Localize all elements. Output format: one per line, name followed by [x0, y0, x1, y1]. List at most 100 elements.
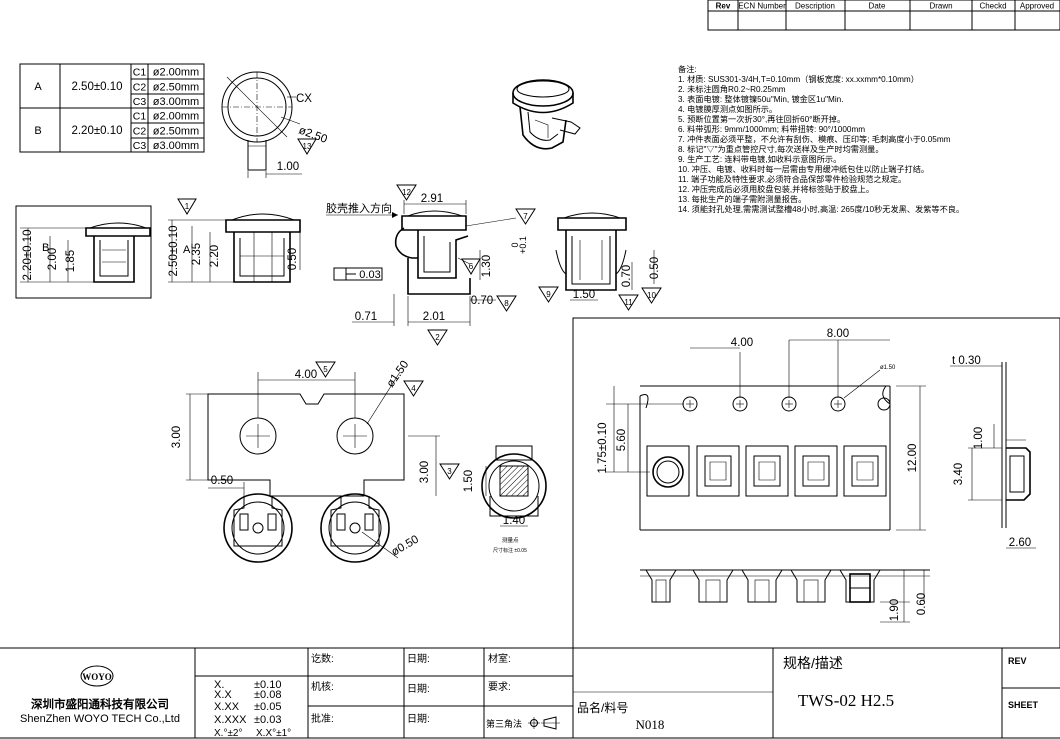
measure-point-label: 测量点 [502, 536, 519, 544]
svg-text:ø2.00mm: ø2.00mm [153, 111, 199, 123]
svg-text:12.00: 12.00 [907, 444, 919, 473]
svg-text:4. 电镀膜厚测点如图所示。: 4. 电镀膜厚测点如图所示。 [678, 104, 777, 114]
side-b-total-dim: 2.20±0.10 [22, 229, 34, 280]
svg-text:0.03: 0.03 [359, 269, 380, 281]
svg-text:0: 0 [510, 242, 520, 247]
checked-label: 机核: [311, 680, 334, 693]
svg-text:±0.03: ±0.03 [254, 714, 281, 726]
size-table: A 2.50±0.10 C1 C2 C3 ø2.00mm ø2.50mm ø3.… [19, 63, 205, 153]
svg-text:1.85: 1.85 [65, 250, 77, 272]
company-name-en: ShenZhen WOYO TECH Co.,Ltd [20, 713, 180, 725]
top-view-drawing: CX ø2.50 13 1.00 [221, 71, 329, 178]
company-logo: WOYO [82, 672, 112, 682]
svg-text:C3: C3 [133, 140, 147, 152]
variant-a-dimension: 2.50±0.10 [71, 81, 122, 93]
svg-text:日期:: 日期: [407, 713, 430, 725]
svg-text:A: A [183, 244, 191, 256]
svg-text:5.60: 5.60 [616, 429, 628, 451]
svg-text:1.75±0.10: 1.75±0.10 [597, 422, 609, 473]
svg-text:+0.1: +0.1 [518, 236, 528, 254]
svg-text:4.00: 4.00 [731, 337, 753, 349]
svg-text:X.: X. [214, 679, 224, 691]
material-label: 材室: [488, 652, 511, 665]
pitch-dim: 4.00 [295, 369, 317, 381]
svg-text:1.50: 1.50 [573, 289, 595, 301]
svg-text:2. 未标注圆角R0.2~R0.25mm: 2. 未标注圆角R0.2~R0.25mm [678, 84, 786, 94]
svg-text:2.35: 2.35 [191, 243, 203, 265]
svg-text:3. 表面电镀: 整体镀镍50u"Min, 镀金区1u"Mi: 3. 表面电镀: 整体镀镍50u"Min, 镀金区1u"Min. [678, 94, 844, 104]
cx-label: CX [296, 93, 312, 105]
flat-pattern-view: 4.00 5 ø1.50 4 3.00 3.00 3 0.50 ø0.50 [171, 359, 460, 563]
svg-text:0.70: 0.70 [621, 265, 633, 287]
svg-text:3.00: 3.00 [171, 426, 183, 448]
svg-text:12. 冲压完成后必须用胶盘包装,并将标签贴于胶盘上。: 12. 冲压完成后必须用胶盘包装,并将标签贴于胶盘上。 [678, 184, 874, 194]
svg-text:6: 6 [469, 262, 474, 271]
svg-text:X.X: X.X [214, 689, 232, 701]
title-block: WOYO 深圳市盛阳通科技有限公司 ShenZhen WOYO TECH Co.… [0, 647, 1060, 739]
svg-text:2.01: 2.01 [423, 311, 445, 323]
date-col-header: Date [869, 2, 886, 11]
approved-col-header: Approved [1020, 2, 1054, 11]
right-side-view: 9 1.50 11 10 0.70 0.50 [538, 212, 662, 311]
projection-label: 第三角法 [486, 718, 522, 729]
svg-text:ø2.50mm: ø2.50mm [153, 82, 199, 94]
svg-text:X.X°±1°: X.X°±1° [256, 728, 291, 739]
svg-text:ø2.00mm: ø2.00mm [153, 67, 199, 79]
svg-text:C1: C1 [133, 111, 147, 123]
svg-text:C1: C1 [133, 67, 147, 79]
svg-text:3: 3 [447, 467, 452, 476]
notes-title: 备注: [678, 64, 697, 74]
svg-text:6. 料带弧形: 9mm/1000mm; 料带扭转: 90°: 6. 料带弧形: 9mm/1000mm; 料带扭转: 90°/1000mm [678, 124, 865, 134]
svg-text:5. 预断位置第一次折30°,再往回折60°断开掉。: 5. 预断位置第一次折30°,再往回折60°断开掉。 [678, 114, 845, 124]
svg-text:2.20: 2.20 [209, 245, 221, 267]
svg-text:ø3.00mm: ø3.00mm [153, 140, 199, 152]
svg-text:0.70: 0.70 [471, 295, 493, 307]
svg-text:14. 须能封孔处理,需需测试整槽48小时,高温: 265度: 14. 须能封孔处理,需需测试整槽48小时,高温: 265度/10秒无发黑、发紫… [678, 204, 964, 214]
notes-block: 备注: 1. 材质: SUS301-3/4H,T=0.10mm（钢板宽度: xx… [678, 64, 964, 214]
svg-text:9. 生产工艺: 连料带电镀,如收料示意图所示。: 9. 生产工艺: 连料带电镀,如收料示意图所示。 [678, 154, 841, 164]
svg-text:2.60: 2.60 [1009, 537, 1031, 549]
svg-text:t 0.30: t 0.30 [952, 355, 981, 367]
svg-text:10: 10 [647, 291, 656, 300]
mid-width-dim: 2.91 [421, 193, 443, 205]
svg-text:尺寸标注 ±0.05: 尺寸标注 ±0.05 [493, 547, 527, 554]
revision-table: Rev ECN Number Description Date Drawn Ch… [707, 0, 1060, 31]
svg-text:0.50: 0.50 [649, 257, 661, 279]
rev-col-header: Rev [716, 2, 731, 11]
company-name-cn: 深圳市盛阳通科技有限公司 [31, 697, 169, 711]
measure-point-detail: 1.50 1.40 测量点 尺寸标注 ±0.05 [463, 445, 547, 554]
variant-b-label: B [34, 125, 41, 137]
tape-reel-view: 4.00 8.00 ø1.50 12.00 1.75±0.10 5.60 1.9… [572, 317, 1060, 649]
svg-text:8: 8 [504, 299, 509, 308]
svg-text:X.XXX: X.XXX [214, 714, 247, 726]
svg-text:ø0.50: ø0.50 [390, 533, 421, 558]
svg-text:4: 4 [411, 384, 416, 393]
svg-text:7. 冲件表面必须平整，不允许有刮伤、模痕、压印等; 毛刺高: 7. 冲件表面必须平整，不允许有刮伤、模痕、压印等; 毛刺高度小于0.05mm [678, 134, 951, 144]
isometric-sketch [512, 79, 581, 150]
svg-text:2: 2 [435, 333, 440, 342]
svg-text:1: 1 [185, 202, 190, 211]
svg-text:3.00: 3.00 [419, 461, 431, 483]
sheet-label: SHEET [1008, 700, 1039, 710]
approved-label: 批准: [311, 712, 334, 725]
svg-text:ø1.50: ø1.50 [385, 359, 412, 390]
part-number-value: N018 [636, 717, 665, 732]
svg-text:0.60: 0.60 [916, 593, 928, 615]
svg-text:X.XX: X.XX [214, 701, 240, 713]
svg-text:12: 12 [402, 188, 411, 197]
description-col-header: Description [795, 2, 835, 11]
svg-text:9: 9 [546, 290, 551, 299]
spec-label: 规格/描述 [783, 655, 843, 671]
svg-text:C2: C2 [133, 82, 147, 94]
svg-text:C3: C3 [133, 96, 147, 108]
top-width-dim: 1.00 [277, 161, 299, 173]
svg-text:ø2.50mm: ø2.50mm [153, 126, 199, 138]
svg-text:10. 冲压、电镀、收料时每一层需由专用缓冲纸包住以防止端子: 10. 冲压、电镀、收料时每一层需由专用缓冲纸包住以防止端子打结。 [678, 164, 929, 174]
variant-b-dimension: 2.20±0.10 [71, 125, 122, 137]
checked-col-header: Checkd [979, 2, 1006, 11]
svg-text:B: B [42, 242, 49, 254]
svg-text:X.°±2°: X.°±2° [214, 728, 243, 739]
svg-text:8. 标记"▽"为重点管控尺寸,每次送样及生产时均需测量。: 8. 标记"▽"为重点管控尺寸,每次送样及生产时均需测量。 [678, 144, 884, 154]
svg-text:ø1.50: ø1.50 [880, 365, 896, 371]
side-view-b: 2.20±0.10 B 2.00 1.85 [15, 205, 152, 299]
